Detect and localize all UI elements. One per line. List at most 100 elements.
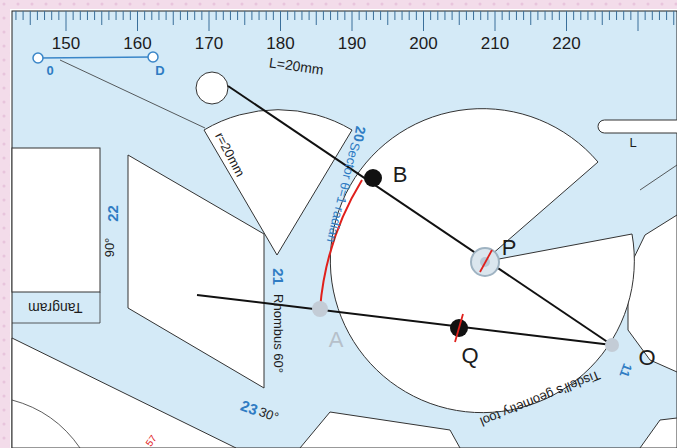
ruler-tick: [187, 11, 188, 20]
angle-label: 90°: [103, 237, 116, 257]
ruler-tick: [180, 11, 181, 20]
ruler-tick: [216, 11, 217, 20]
ruler-tick: [437, 11, 438, 20]
callout-number: 22: [105, 205, 120, 222]
slot: [598, 120, 677, 133]
ruler-tick: [80, 11, 81, 20]
ruler-tick: [15, 11, 16, 20]
ruler-tick: [480, 11, 481, 20]
ruler-tick: [359, 11, 360, 20]
tick-mark: [455, 314, 463, 342]
ruler-tick: [101, 11, 102, 25]
ruler-tick: [595, 11, 596, 20]
ruler-tick: [645, 11, 646, 20]
ruler-tick: [673, 11, 674, 25]
ruler-tick: [266, 11, 267, 20]
ruler-tick: [37, 11, 38, 20]
ruler-tick: [459, 11, 460, 25]
ruler-tick: [587, 11, 588, 20]
point-label: A: [329, 329, 344, 351]
ruler-number: 150: [52, 35, 80, 52]
ruler-number: 210: [481, 35, 509, 52]
ruler-tick: [530, 11, 531, 25]
callout-number: 20: [352, 125, 368, 143]
protractor-arc: [12, 400, 80, 448]
ruler-tick: [623, 11, 624, 20]
ruler-tick: [373, 11, 374, 20]
ruler-tick: [402, 11, 403, 20]
ruler-tick: [280, 11, 281, 31]
square-cutout: [12, 148, 100, 292]
ruler-tick: [366, 11, 367, 20]
ruler-tick: [380, 11, 381, 20]
shape-name: Tangram: [28, 301, 82, 315]
ruler-tick: [394, 11, 395, 20]
tool-edge: [100, 292, 101, 323]
ruler-tick: [666, 11, 667, 20]
ruler-tick: [466, 11, 467, 20]
ruler-tick: [430, 11, 431, 20]
ruler-tick: [545, 11, 546, 20]
ruler-tick: [416, 11, 417, 20]
ruler-tick: [44, 11, 45, 20]
shape-name: Rhombus 60°: [271, 294, 284, 373]
circle-cutout: [330, 109, 634, 413]
ruler-tick: [352, 11, 353, 31]
tool-edge: [60, 60, 205, 128]
ruler-ticks: [16, 11, 674, 31]
ruler-tick: [487, 11, 488, 20]
ruler-tick: [259, 11, 260, 20]
line-aqo: [197, 295, 612, 345]
ruler-tick: [559, 11, 560, 20]
ruler-tick: [509, 11, 510, 20]
ruler-tick: [473, 11, 474, 20]
ruler-tick: [209, 11, 210, 31]
ruler-tick: [194, 11, 195, 20]
ruler-tick: [502, 11, 503, 20]
ruler-tick: [444, 11, 445, 20]
tick-mark: [480, 250, 492, 272]
ruler-tick: [323, 11, 324, 20]
point-p-hole: [471, 248, 499, 276]
tool-edge: [640, 165, 677, 190]
point-label: O: [638, 347, 655, 369]
ruler-tick: [616, 11, 617, 20]
ruler-tick: [244, 11, 245, 25]
point-name: D: [155, 64, 164, 77]
ruler-tick: [409, 11, 410, 20]
ruler-tick: [108, 11, 109, 20]
ruler-tick: [423, 11, 424, 31]
ruler-number: 200: [409, 35, 437, 52]
ruler-tick: [537, 11, 538, 20]
ruler-tick: [516, 11, 517, 20]
point-a: [312, 301, 328, 317]
point-label: B: [393, 164, 408, 186]
ruler-tick: [166, 11, 167, 20]
ruler-tick: [573, 11, 574, 20]
point-name: 0: [46, 64, 53, 77]
od-end: [33, 53, 43, 63]
ruler-tick: [344, 11, 345, 20]
ruler-tick: [158, 11, 159, 20]
ruler-tick: [94, 11, 95, 20]
ruler-tick: [652, 11, 653, 20]
ruler-tick: [309, 11, 310, 20]
shape-cutout: [640, 418, 677, 448]
ruler-tick: [638, 11, 639, 31]
ruler-tick: [223, 11, 224, 20]
ruler-tick: [58, 11, 59, 20]
ruler-tick: [201, 11, 202, 20]
ruler-tick: [630, 11, 631, 20]
shape-cutout: [300, 412, 460, 448]
point-label: Q: [461, 345, 478, 367]
ruler-tick: [301, 11, 302, 20]
ruler-tick: [566, 11, 567, 31]
ruler-tick: [659, 11, 660, 20]
ruler-tick: [66, 11, 67, 31]
tool-edge: [12, 323, 100, 324]
ruler-tick: [552, 11, 553, 20]
ruler-tick: [387, 11, 388, 25]
ruler-tick: [523, 11, 524, 20]
point-label: P: [502, 237, 517, 259]
ruler-tick: [294, 11, 295, 20]
